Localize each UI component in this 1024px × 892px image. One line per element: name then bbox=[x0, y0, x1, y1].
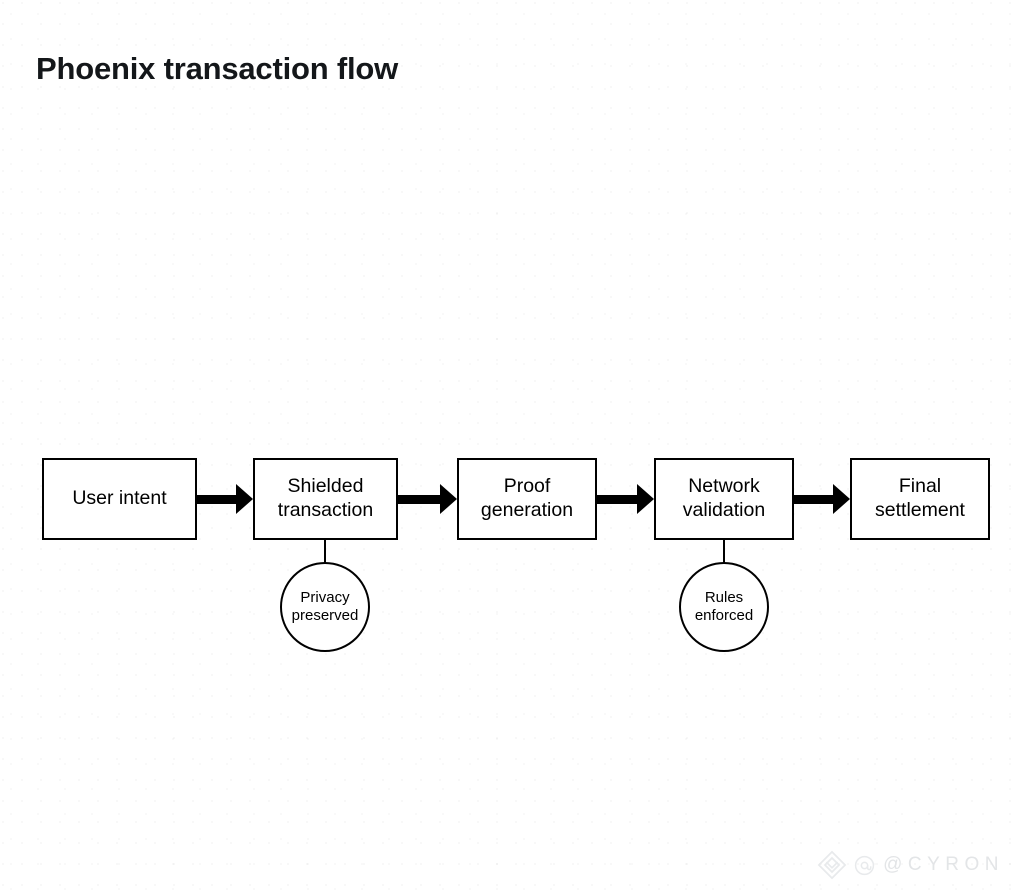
connector-shielded-to-privacy bbox=[324, 540, 327, 564]
arrow-head bbox=[236, 484, 253, 514]
page-title: Phoenix transaction flow bbox=[36, 50, 399, 86]
arrow-shaft bbox=[398, 495, 440, 504]
arrow-head bbox=[637, 484, 654, 514]
watermark-handle: @CYRON bbox=[883, 854, 1004, 875]
connector-network-to-rules bbox=[723, 540, 726, 564]
arrow-head bbox=[833, 484, 850, 514]
arrow-proof-generation-to-network-validation bbox=[597, 484, 654, 514]
arrow-network-validation-to-final-settlement bbox=[794, 484, 850, 514]
node-label: User intent bbox=[72, 487, 167, 510]
arrow-head bbox=[440, 484, 457, 514]
watermark: @CYRON bbox=[817, 850, 1004, 880]
arrow-shaft bbox=[597, 495, 637, 504]
at-symbol-icon bbox=[854, 855, 875, 875]
diamond-chevron-logo-icon bbox=[817, 850, 847, 880]
arrow-shaft bbox=[794, 495, 833, 504]
arrow-shielded-transaction-to-proof-generation bbox=[398, 484, 457, 514]
arrow-user-intent-to-shielded-transaction bbox=[197, 484, 253, 514]
arrow-shaft bbox=[197, 495, 236, 504]
node-user-intent[interactable]: User intent bbox=[42, 458, 197, 540]
